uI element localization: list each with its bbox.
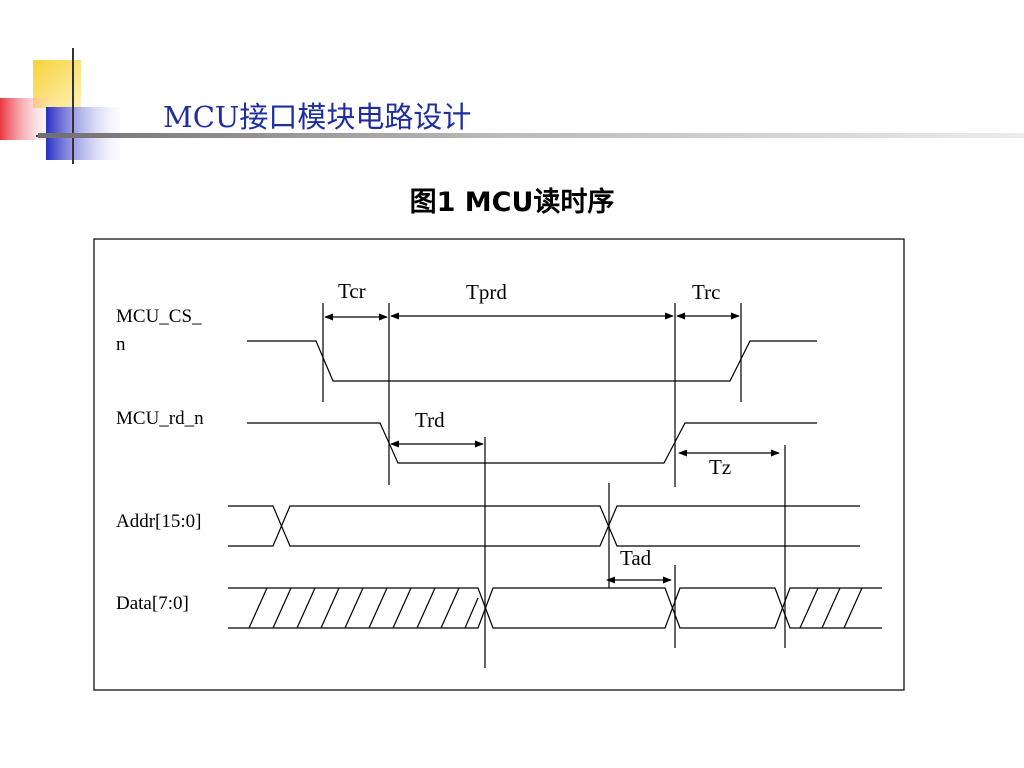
data-invalid-hatching (248, 587, 863, 629)
timing-label-tad: Tad (620, 546, 652, 570)
data-bus (228, 587, 882, 629)
diagram-frame (93, 238, 905, 691)
addr-bus (228, 505, 860, 547)
signal-label-rd: MCU_rd_n (116, 408, 204, 429)
timing-label-trc: Trc (692, 280, 720, 304)
timing-label-tz: Tz (709, 455, 731, 479)
figure-caption: 图1 MCU读时序 (409, 187, 615, 218)
timing-label-trd: Trd (415, 408, 445, 432)
title-underline (38, 133, 1024, 138)
signal-label-cs-cont: n (116, 334, 126, 355)
timing-arrows (324, 312, 780, 584)
signal-label-cs: MCU_CS_ (116, 306, 202, 327)
signal-label-data: Data[7:0] (116, 593, 189, 614)
timing-label-tcr: Tcr (338, 279, 366, 303)
cs-waveform (247, 340, 817, 382)
slide-title: MCU接口模块电路设计 (163, 100, 472, 134)
signal-label-addr: Addr[15:0] (116, 511, 201, 532)
rd-waveform (247, 422, 817, 464)
timing-label-tprd: Tprd (466, 280, 507, 304)
timing-reference-lines (322, 303, 786, 668)
